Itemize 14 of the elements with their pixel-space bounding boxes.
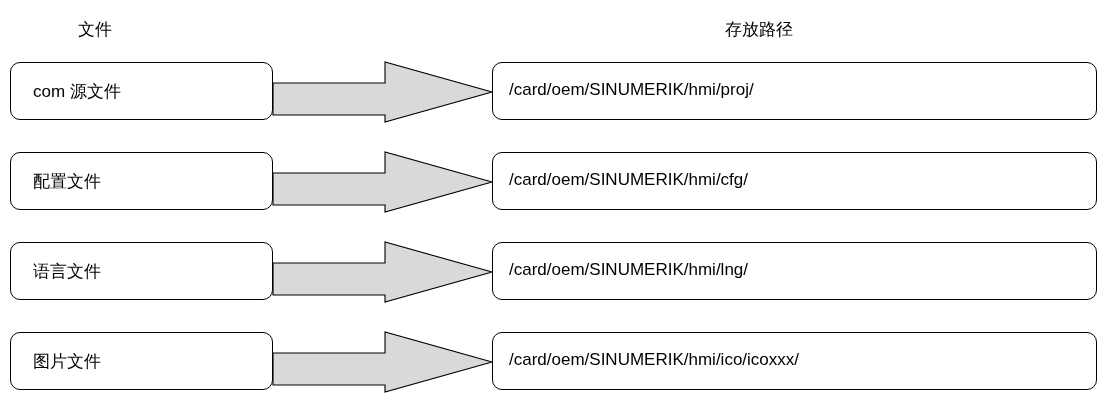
file-type-box: 配置文件 <box>10 152 273 210</box>
path-box: /card/oem/SINUMERIK/hmi/lng/ <box>492 242 1097 300</box>
block-arrow <box>272 151 495 213</box>
block-arrow <box>272 241 495 303</box>
path-box: /card/oem/SINUMERIK/hmi/ico/icoxxx/ <box>492 332 1097 390</box>
file-type-box: 语言文件 <box>10 242 273 300</box>
block-arrow <box>272 61 495 123</box>
path-box: /card/oem/SINUMERIK/hmi/proj/ <box>492 62 1097 120</box>
column-heading: 存放路径 <box>725 19 793 41</box>
file-type-box: com 源文件 <box>10 62 273 120</box>
file-type-box: 图片文件 <box>10 332 273 390</box>
block-arrow <box>272 331 495 393</box>
path-box: /card/oem/SINUMERIK/hmi/cfg/ <box>492 152 1097 210</box>
column-heading: 文件 <box>78 19 112 41</box>
